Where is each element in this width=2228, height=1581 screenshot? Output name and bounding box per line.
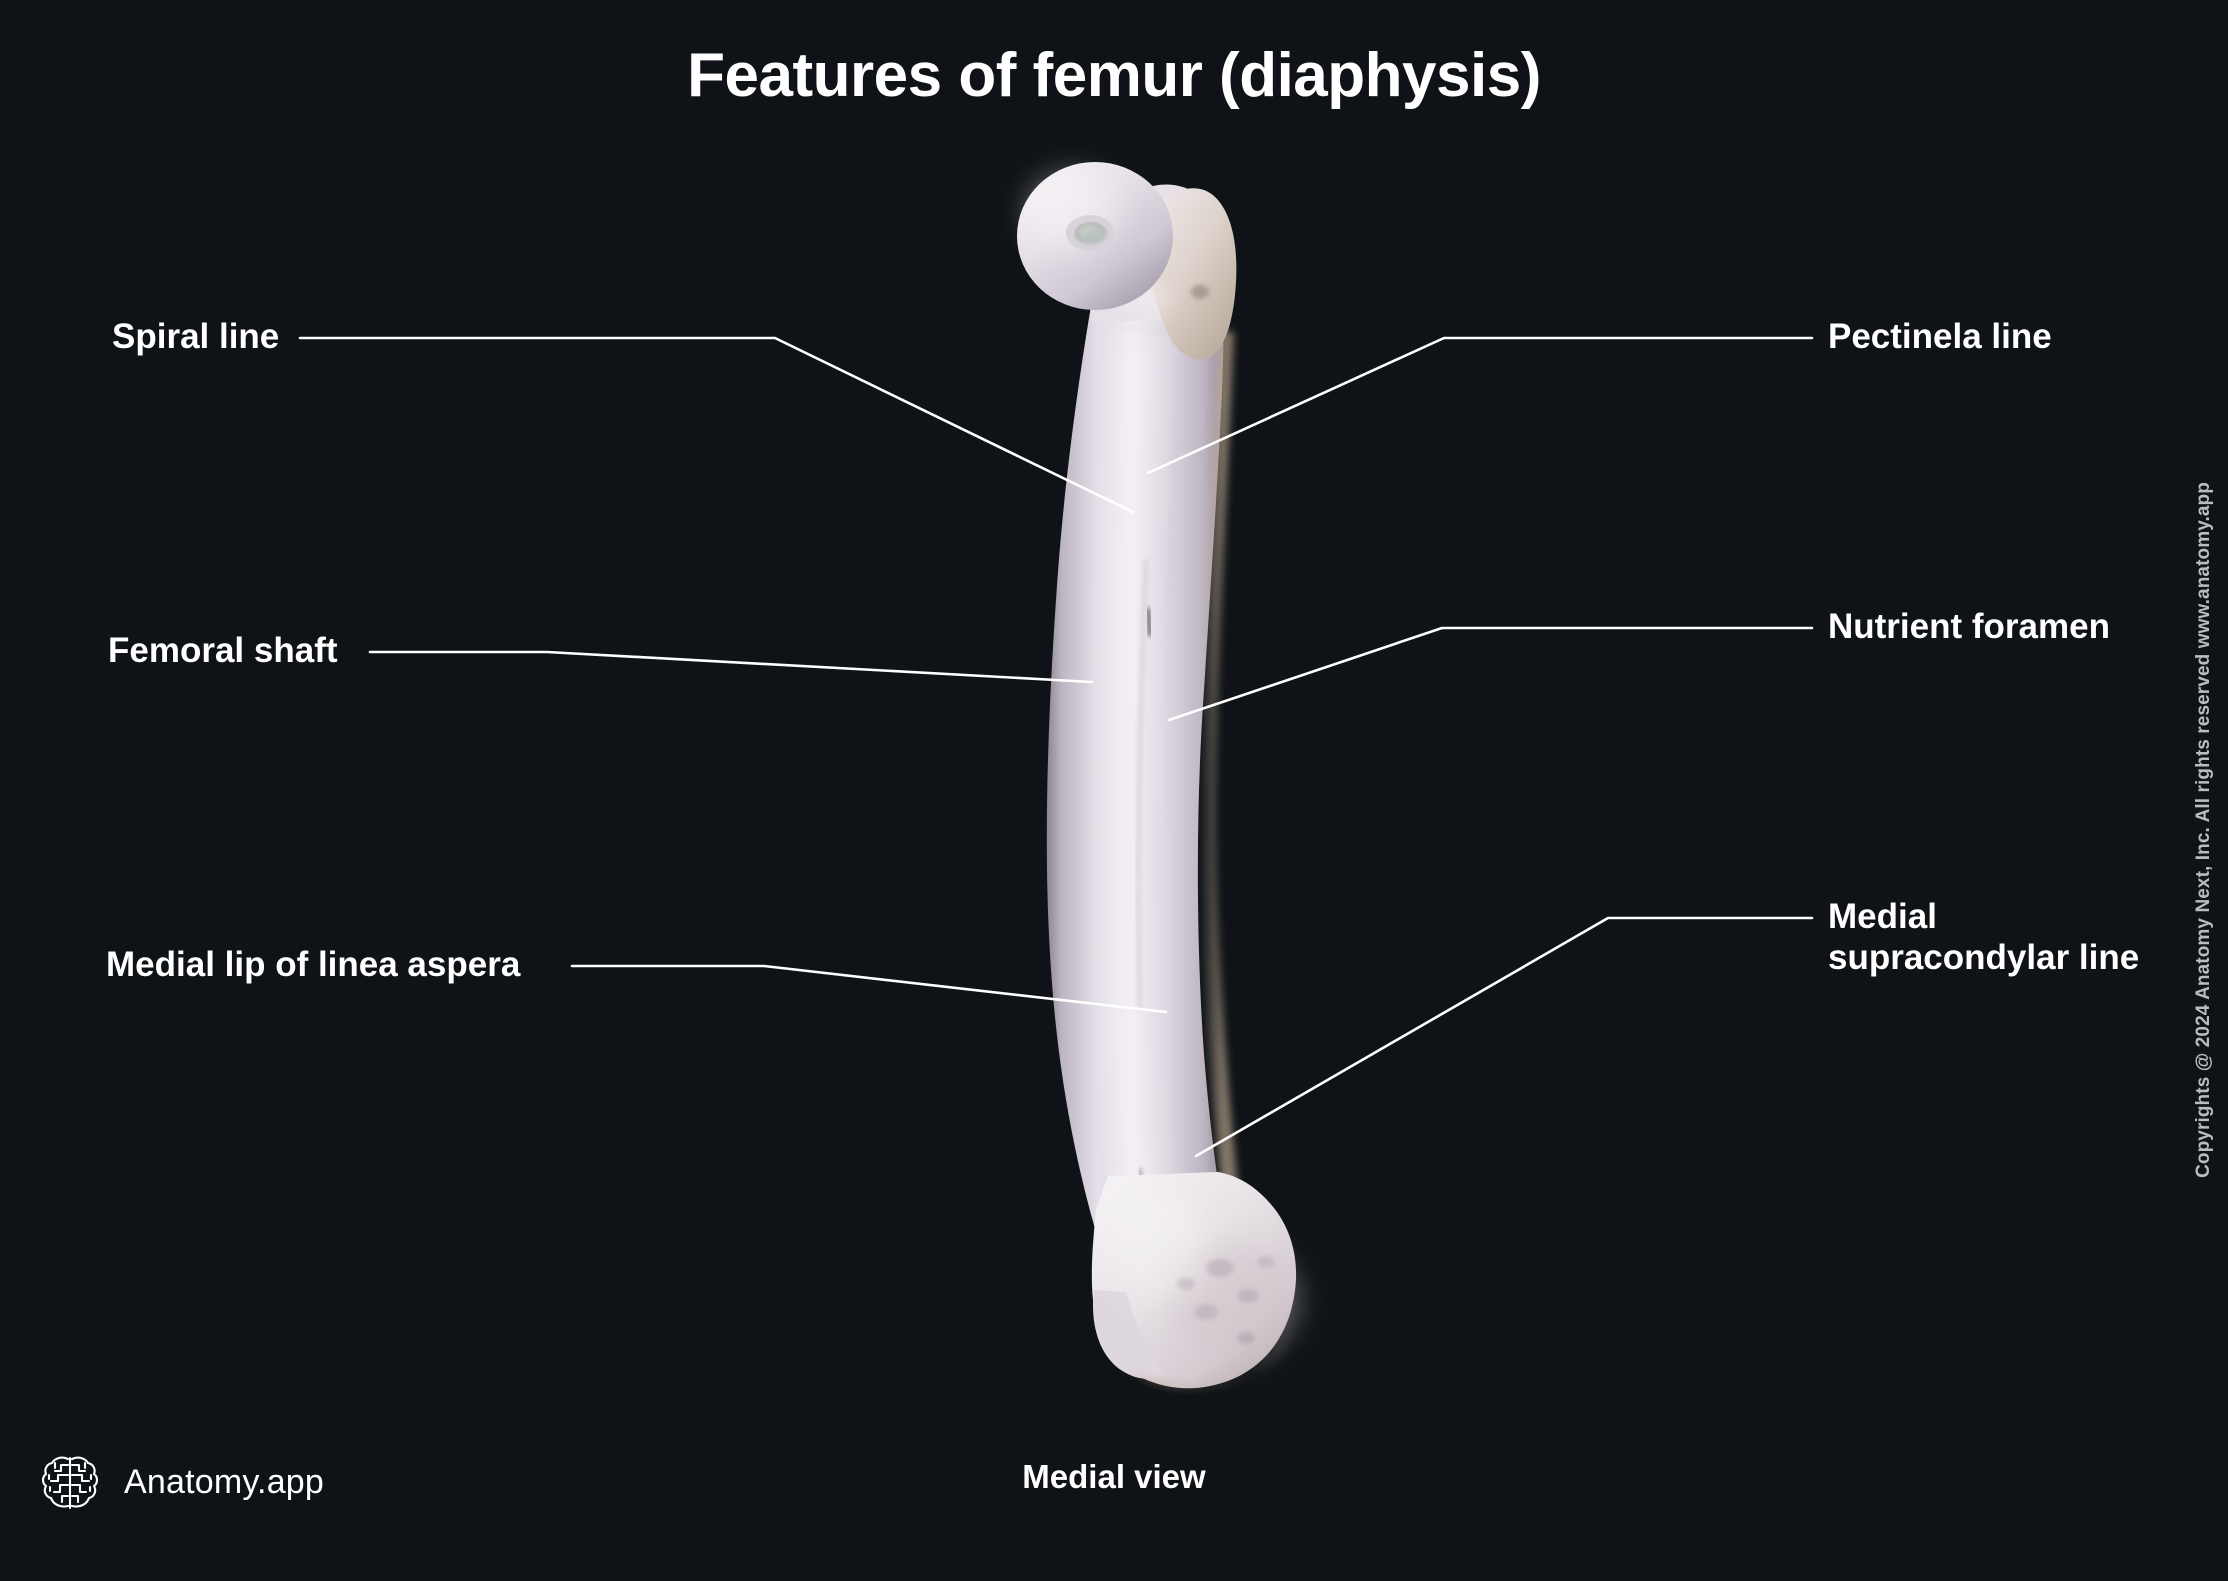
label-medial-supracondylar-line: Medial supracondylar line <box>1828 897 2140 978</box>
fovea-depth <box>1084 230 1104 242</box>
label-pectinela-line: Pectinela line <box>1828 317 2052 356</box>
brain-icon <box>41 1456 99 1510</box>
trochanter-pit <box>1191 285 1209 299</box>
linea-aspera-ridge <box>1136 559 1148 1011</box>
view-caption: Medial view <box>1022 1458 1206 1495</box>
femoral-shaft-body <box>1046 296 1238 1322</box>
condyle-texture <box>1177 1256 1275 1344</box>
label-femoral-shaft: Femoral shaft <box>108 631 338 670</box>
medial-epicondyle <box>1093 1290 1162 1379</box>
brand-logo[interactable]: Anatomy.app <box>38 1450 324 1514</box>
brand-name: Anatomy.app <box>124 1462 325 1501</box>
label-medial-lip-of-linea-aspera: Medial lip of linea aspera <box>106 945 521 984</box>
label-spiral-line: Spiral line <box>112 317 280 356</box>
page-title: Features of femur (diaphysis) <box>687 41 1541 110</box>
condyle-highlight <box>1114 1196 1206 1304</box>
nutrient-foramen-mark <box>1145 607 1153 637</box>
label-nutrient-foramen: Nutrient foramen <box>1828 607 2110 646</box>
